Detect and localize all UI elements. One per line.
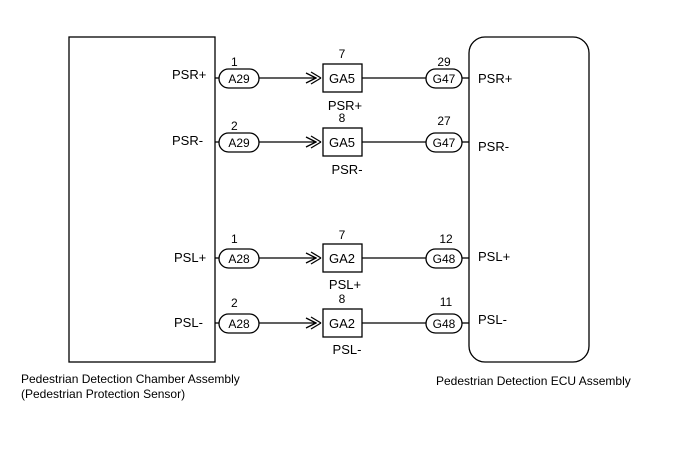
junction-pin-number: 7 xyxy=(339,47,346,61)
junction-code: GA5 xyxy=(329,135,355,150)
junction-signal-label: PSR- xyxy=(331,162,362,177)
left-pin-label: PSR- xyxy=(172,133,203,148)
connector-code: G48 xyxy=(433,317,456,331)
right-pin-number: 12 xyxy=(439,232,453,246)
circuit-psr-minus: PSR- 2 A29 8 GA5 PSR- 27 G47 PSR- xyxy=(172,111,509,177)
connector-badge xyxy=(425,313,463,334)
ecu-caption: Pedestrian Detection ECU Assembly xyxy=(436,374,631,388)
connector-code: A29 xyxy=(228,72,250,86)
connector-badge xyxy=(218,248,260,269)
sensor-caption-line1: Pedestrian Detection Chamber Assembly xyxy=(21,372,240,386)
left-pin-number: 1 xyxy=(231,232,238,246)
junction-block xyxy=(322,63,363,93)
junction-block xyxy=(322,308,363,338)
left-pin-number: 2 xyxy=(231,119,238,133)
right-pin-label: PSL+ xyxy=(478,249,510,264)
junction-pin-number: 8 xyxy=(339,292,346,306)
right-pin-label: PSL- xyxy=(478,312,507,327)
connector-code: A29 xyxy=(228,136,250,150)
sensor-box xyxy=(68,36,216,363)
connector-code: A28 xyxy=(228,252,250,266)
junction-code: GA5 xyxy=(329,71,355,86)
connector-code: G47 xyxy=(433,72,456,86)
sensor-caption-line2: (Pedestrian Protection Sensor) xyxy=(21,387,185,401)
connector-badge xyxy=(425,248,463,269)
connector-badge xyxy=(218,132,260,153)
connector-badge xyxy=(218,68,260,89)
circuit-psl-minus: PSL- 2 A28 8 GA2 PSL- 11 G48 PSL- xyxy=(174,292,507,357)
junction-pin-number: 7 xyxy=(339,228,346,242)
left-pin-number: 2 xyxy=(231,296,238,310)
circuit-psl-plus: PSL+ 1 A28 7 GA2 PSL+ 12 G48 PSL+ xyxy=(174,228,510,292)
left-pin-number: 1 xyxy=(231,55,238,69)
right-pin-number: 29 xyxy=(437,55,451,69)
left-pin-label: PSL- xyxy=(174,315,203,330)
connector-code: G47 xyxy=(433,136,456,150)
right-pin-number: 11 xyxy=(440,295,453,309)
right-pin-label: PSR- xyxy=(478,139,509,154)
connector-badge xyxy=(425,132,463,153)
connector-code: A28 xyxy=(228,317,250,331)
left-pin-label: PSL+ xyxy=(174,250,206,265)
junction-block xyxy=(322,127,363,157)
junction-pin-number: 8 xyxy=(339,111,346,125)
junction-block xyxy=(322,243,363,273)
junction-code: GA2 xyxy=(329,316,355,331)
connector-badge xyxy=(218,313,260,334)
connector-badge xyxy=(425,68,463,89)
right-pin-number: 27 xyxy=(437,114,451,128)
ecu-box xyxy=(468,36,590,363)
junction-code: GA2 xyxy=(329,251,355,266)
right-pin-label: PSR+ xyxy=(478,71,512,86)
circuit-psr-plus: PSR+ 1 A29 7 GA5 PSR+ 29 G47 PSR+ xyxy=(172,47,512,113)
junction-signal-label: PSL+ xyxy=(329,277,361,292)
junction-signal-label: PSR+ xyxy=(328,98,362,113)
junction-signal-label: PSL- xyxy=(333,342,362,357)
connector-code: G48 xyxy=(433,252,456,266)
left-pin-label: PSR+ xyxy=(172,67,206,82)
